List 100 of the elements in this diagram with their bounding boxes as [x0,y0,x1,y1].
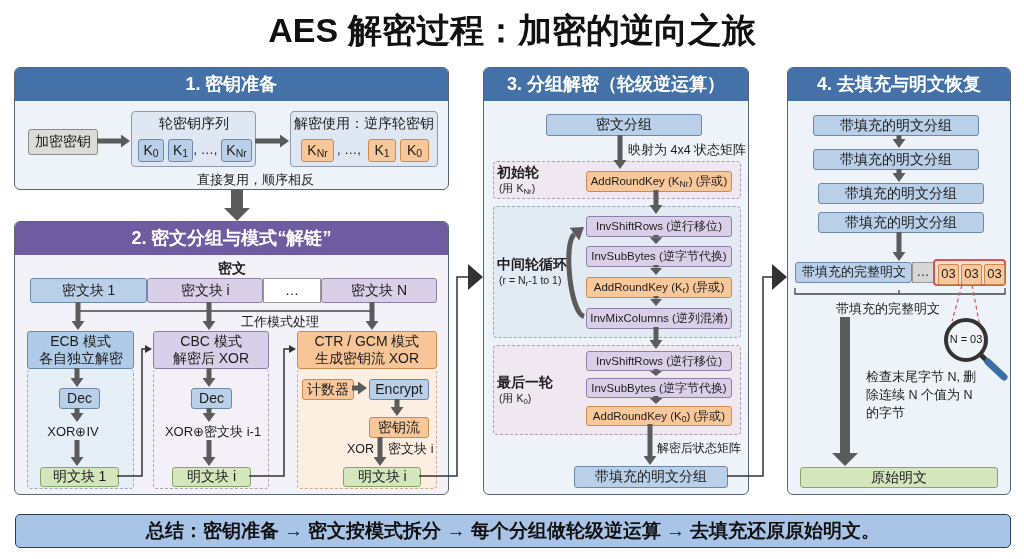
note-text: 工作模式处理 [240,313,320,329]
encrypt-box: Encrypt [369,379,429,400]
panel-title: 2. 密文分组与模式“解链” [15,222,448,255]
xor-label: XOR⊕密文块 i-1 [158,423,268,441]
xor-label: XOR⊕IV [40,423,106,441]
round-key-box: K$_{Nr}$ [221,139,252,162]
arrow [892,135,906,148]
arrow [613,135,627,169]
dec-box: Dec [59,388,100,409]
round-band [493,161,741,199]
xor-label: XOR [346,441,375,457]
mode-header [153,331,269,369]
arrow [649,369,663,376]
arrow [373,437,387,466]
round-key-note: (用 K$_{0}$) [498,391,533,406]
panel [14,67,449,190]
dashed-frame [297,369,437,489]
title: AES 解密过程：加密的逆向之旅 [267,9,757,51]
round-key-box: K$_{0}$ [138,139,164,162]
counter-box: 计数器 [302,379,354,400]
magnifier-lens: N = 03 [944,318,988,362]
mode-subtitle: 解密后 XOR [172,350,250,367]
round-key-note: (用 K$_{Nr}$) [498,181,537,196]
note-text: 直接复用，顺序相反 [195,170,315,188]
key-group [131,111,256,167]
cipher-group-box: 密文分组 [546,114,702,136]
arrow [202,440,216,466]
mode-title: CBC 模式 [180,333,242,350]
heading-text: 密文 [217,259,247,276]
plain-block-box: 明文块 i [172,467,251,487]
arrow [649,396,663,404]
arrow [365,302,379,330]
arrow [649,327,663,349]
edge-label: 解密后状态矩阵 [657,440,742,457]
ellipsis-text: , …, [336,140,362,159]
dec-box: Dec [191,388,232,409]
connector-arrow [418,264,483,477]
keystream-box: 密钥流 [369,417,429,438]
padding-byte-box: 03 [961,264,982,285]
arrow [390,399,404,416]
arrow [352,381,367,395]
arrow [892,232,906,261]
connector-arrow [726,264,787,477]
summary-banner: 总结：密钥准备 → 密文按模式拆分 → 每个分组做轮级逆运算 → 去填充还原原始明文。 [15,514,1011,548]
arrow [649,190,663,214]
panel [787,67,1011,495]
arrow [202,368,216,387]
round-key-box: K$_{1}$ [368,139,396,162]
mode-subtitle: 各自独立解密 [38,350,123,367]
connector-arrow [248,345,296,477]
step-box: AddRoundKey (K$_{0}$) (异或) [586,406,732,426]
block-arrow [832,317,858,466]
panel-title: 4. 去填充与明文恢复 [788,68,1010,101]
step-box: InvSubBytes (逆字节代换) [586,246,732,267]
round-band [493,206,741,338]
arrow [70,368,84,387]
round-band [493,345,741,435]
block-arrow [224,190,250,221]
edge-label: 检查末尾字节 N, 删除连续 N 个值为 N 的字节 [866,369,978,422]
step-box: InvSubBytes (逆字节代换) [586,378,732,398]
panel [483,67,749,495]
plaintext-bar: 带填充的完整明文 [795,262,912,283]
leader-line [971,284,980,323]
padding-byte-box: 03 [938,264,959,285]
plaintext-box: 原始明文 [800,467,998,488]
arrow [70,408,84,422]
arrow [649,296,663,306]
plain-group-box: 带填充的明文分组 [818,183,984,204]
round-title: 中间轮循环 [497,256,567,273]
arrow [643,424,657,465]
mode-subtitle: 生成密钥流 XOR [314,350,420,367]
step-box: InvShiftRows (逆行移位) [586,216,732,237]
bracket-caption: 带填充的完整明文 [834,300,942,318]
arrow [97,134,130,148]
step-box: AddRoundKey (K$_{Nr}$) (异或) [586,171,732,192]
connector-arrow [116,345,152,477]
group-title: 解密使用：逆序轮密钥 [293,117,435,131]
operand-label: 密文块 i [387,441,435,457]
round-title: 最后一轮 [497,374,553,391]
arrow [202,302,216,330]
arrow [70,440,84,466]
group-title: 轮密钥序列 [157,117,230,131]
ellipsis-text: , …, [192,140,219,159]
key-group [290,111,438,167]
dashed-frame [153,369,269,489]
panel [14,221,449,495]
arrow [71,302,85,330]
loop-arrow [566,224,586,319]
round-key-box: K$_{0}$ [400,139,429,162]
plain-group-box: 带填充的明文分组 [813,149,979,170]
plain-block-box: 明文块 1 [40,467,119,487]
padding-byte-box: 03 [984,264,1005,285]
arrow [649,235,663,244]
mode-header [297,331,437,369]
cipher-block-box: 密文块 N [321,278,437,303]
arrow [202,408,216,422]
round-title: 初始轮 [497,164,539,181]
round-key-box: K$_{1}$ [168,139,193,162]
step-box: InvMixColumns (逆列混淆) [586,308,732,329]
ellipsis-box: … [263,278,321,303]
